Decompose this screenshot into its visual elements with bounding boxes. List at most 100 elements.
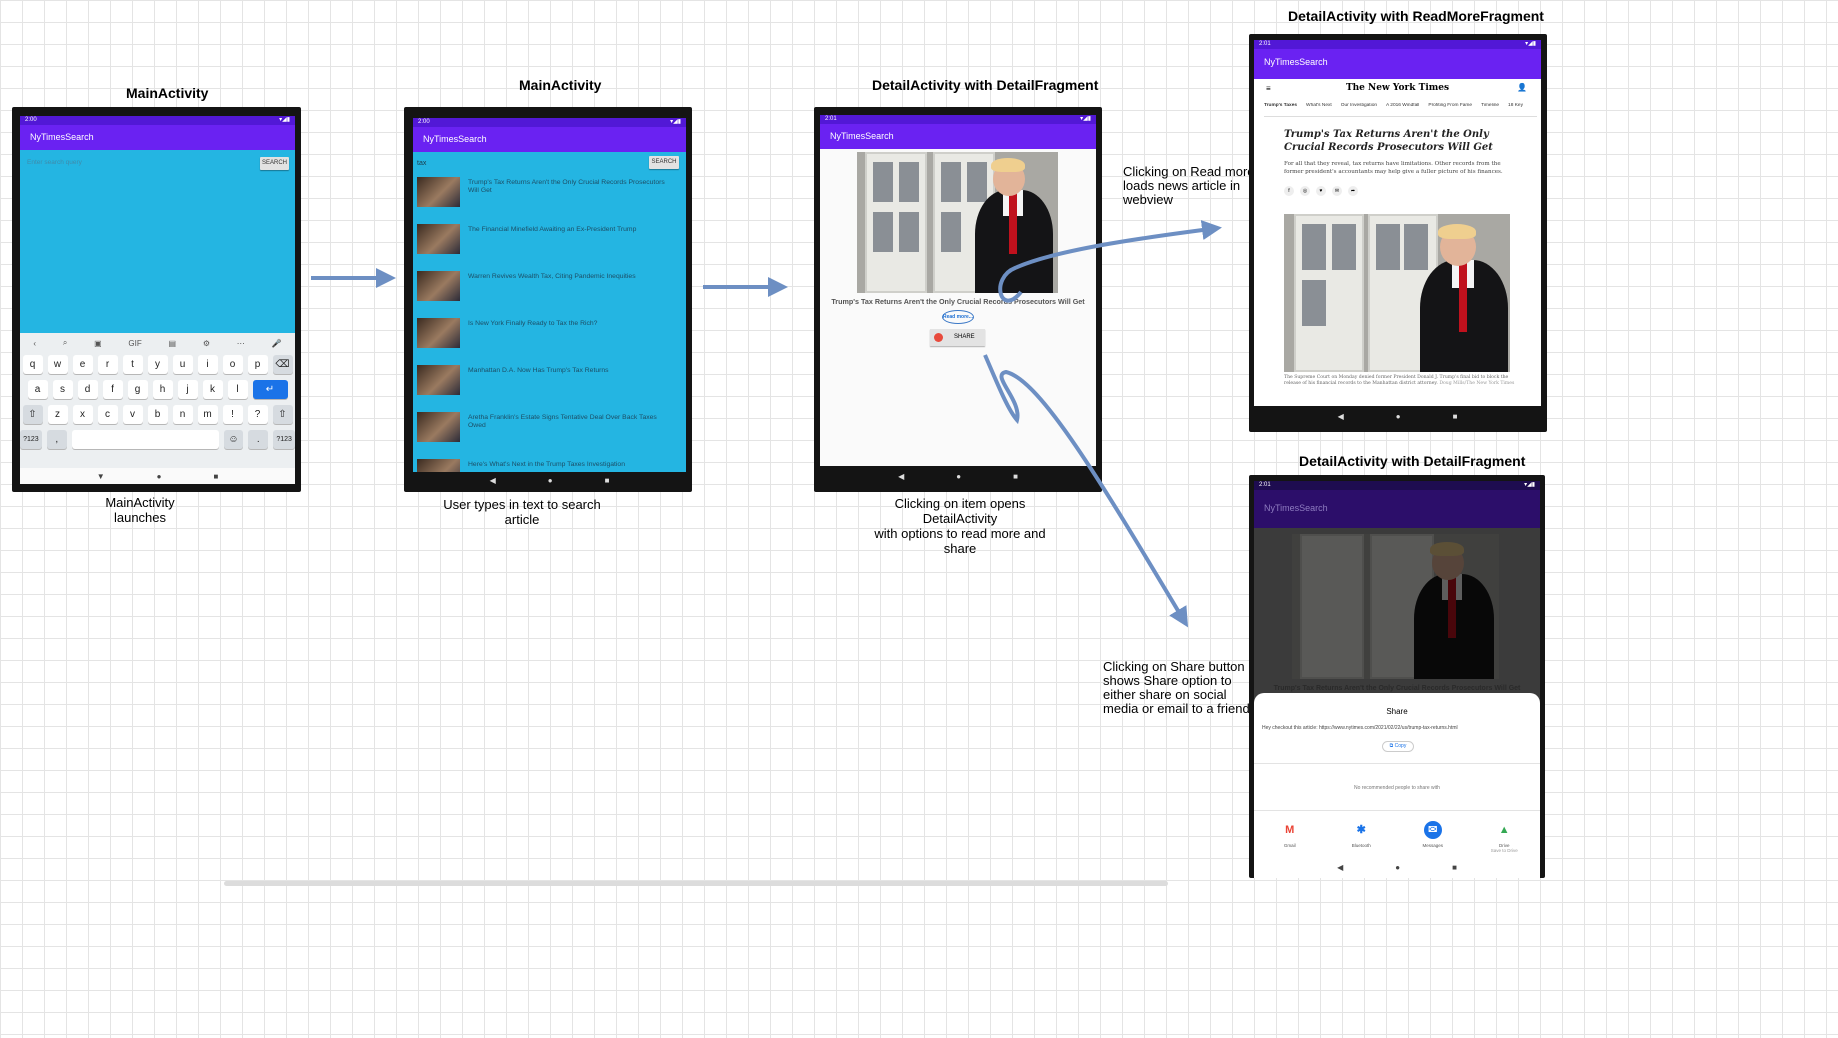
sticker-icon[interactable]: ▣ [94,338,102,348]
nyt-nav-item[interactable]: 18 Key [1508,103,1523,108]
period-key[interactable]: . [248,430,269,449]
list-item[interactable]: Is New York Finally Ready to Tax the Ric… [413,318,678,358]
horizontal-scrollbar[interactable] [224,881,1168,886]
email-icon[interactable]: ✉ [1332,186,1342,196]
key-kb-row1-1[interactable]: w [47,355,68,374]
recents-icon[interactable]: ■ [213,471,219,481]
nyt-nav-item[interactable]: Trump's Taxes [1264,103,1298,108]
list-item[interactable]: Here's What's Next in the Trump Taxes In… [413,459,678,472]
shift-icon-right[interactable]: ⇧ [272,405,293,424]
key-kb-row2-4[interactable]: g [127,380,148,399]
key-kb-row1-2[interactable]: e [72,355,93,374]
key-kb-row2-7[interactable]: k [202,380,223,399]
back-icon[interactable]: ◀ [489,475,496,485]
key-kb-row2-1[interactable]: s [52,380,73,399]
gear-icon[interactable]: ⚙ [202,338,210,348]
nyt-nav-item[interactable]: Timeline [1481,103,1500,108]
key-kb-row3-5[interactable]: n [172,405,193,424]
nyt-nav-item[interactable]: What's Next [1306,103,1332,108]
list-item[interactable]: Aretha Franklin's Estate Signs Tentative… [413,412,678,452]
list-item[interactable]: Warren Revives Wealth Tax, Citing Pandem… [413,271,678,311]
emoji-icon[interactable]: ☺ [223,430,244,449]
share-target[interactable]: ✉Messages [1408,821,1458,853]
facebook-icon[interactable]: f [1284,186,1294,196]
battery-icon: ▾◢▮ [1525,41,1536,47]
home-icon[interactable]: ● [547,475,553,485]
key-kb-row1-6[interactable]: u [172,355,193,374]
home-icon[interactable]: ● [1395,862,1401,872]
backspace-icon[interactable]: ⌫ [272,355,293,374]
recents-icon[interactable]: ■ [1452,411,1458,421]
back-icon[interactable]: ◀ [1337,411,1344,421]
key-kb-row1-9[interactable]: p [247,355,268,374]
search-icon[interactable]: ⌕ [62,338,68,347]
home-icon[interactable]: ● [956,471,962,481]
list-item[interactable]: Manhattan D.A. Now Has Trump's Tax Retur… [413,365,678,405]
article-headline[interactable]: Trump's Tax Returns Aren't the Only Cruc… [831,297,1085,306]
back-icon[interactable]: ◀ [1337,862,1344,872]
numbers-key[interactable]: ?123 [20,430,42,449]
key-kb-row2-6[interactable]: j [177,380,198,399]
key-kb-row2-5[interactable]: h [152,380,173,399]
result-thumbnail [417,365,460,395]
space-key[interactable] [71,430,219,449]
key-kb-row2-8[interactable]: l [227,380,248,399]
home-icon[interactable]: ● [1395,411,1401,421]
device-share-sheet: 2:01▾◢▮ NyTimesSearch Trump's Tax Return… [1249,475,1545,878]
search-input[interactable]: tax [417,160,427,167]
search-button[interactable]: SEARCH [649,156,679,169]
mic-icon[interactable]: 🎤 [271,338,282,348]
home-icon[interactable]: ● [156,471,162,481]
enter-icon[interactable]: ↵ [252,380,288,399]
social-icons: f ◎ ♥ ✉ ➦ [1284,186,1358,196]
clipboard-icon[interactable]: ▤ [168,338,177,348]
nyt-nav-item[interactable]: Our Investigation [1340,103,1378,108]
account-icon[interactable]: 👤 [1517,83,1527,92]
numbers-key-right[interactable]: ?123 [273,430,295,449]
read-more-link[interactable]: Read more... [942,310,974,324]
back-icon[interactable]: ▼ [96,471,105,481]
recents-icon[interactable]: ■ [1013,471,1018,481]
key-kb-row2-3[interactable]: f [102,380,123,399]
copy-button[interactable]: ⧉ Copy [1382,741,1414,752]
list-item[interactable]: Trump's Tax Returns Aren't the Only Cruc… [413,177,678,217]
key-kb-row1-8[interactable]: o [222,355,243,374]
key-kb-row1-7[interactable]: i [197,355,218,374]
key-kb-row1-4[interactable]: t [122,355,143,374]
whatsapp-icon[interactable]: ◎ [1300,186,1310,196]
more-icon[interactable]: ⋯ [236,338,245,348]
key-kb-row3-2[interactable]: c [97,405,118,424]
key-kb-row3-8[interactable]: ? [247,405,268,424]
key-kb-row3-4[interactable]: b [147,405,168,424]
share-target[interactable]: ✱Bluetooth [1336,821,1386,853]
gif-icon[interactable]: GIF [128,338,142,348]
search-input[interactable]: Enter search query [27,159,82,166]
key-kb-row3-0[interactable]: z [47,405,68,424]
share-button[interactable]: SHARE [930,329,985,346]
comma-key[interactable]: , [46,430,67,449]
share-arrow-icon[interactable]: ➦ [1348,186,1358,196]
nyt-nav-item[interactable]: Profiting From Fame [1428,103,1473,108]
nyt-nav-item[interactable]: A 2016 Windfall [1386,103,1420,108]
recents-icon[interactable]: ■ [604,475,610,485]
key-kb-row1-3[interactable]: r [97,355,118,374]
list-item[interactable]: The Financial Minefield Awaiting an Ex-P… [413,224,678,264]
key-kb-row1-5[interactable]: y [147,355,168,374]
key-kb-row3-7[interactable]: ! [222,405,243,424]
menu-icon[interactable]: ≡ [1266,84,1271,93]
key-kb-row3-1[interactable]: x [72,405,93,424]
result-title: Manhattan D.A. Now Has Trump's Tax Retur… [468,367,609,374]
key-kb-row2-0[interactable]: a [27,380,48,399]
search-button[interactable]: SEARCH [260,157,289,170]
chevron-left-icon[interactable]: ‹ [33,338,37,348]
key-kb-row1-0[interactable]: q [22,355,43,374]
recents-icon[interactable]: ■ [1452,862,1457,872]
shift-icon[interactable]: ⇧ [22,405,43,424]
key-kb-row2-2[interactable]: d [77,380,98,399]
key-kb-row3-3[interactable]: v [122,405,143,424]
key-kb-row3-6[interactable]: m [197,405,218,424]
back-icon[interactable]: ◀ [898,471,905,481]
twitter-icon[interactable]: ♥ [1316,186,1326,196]
